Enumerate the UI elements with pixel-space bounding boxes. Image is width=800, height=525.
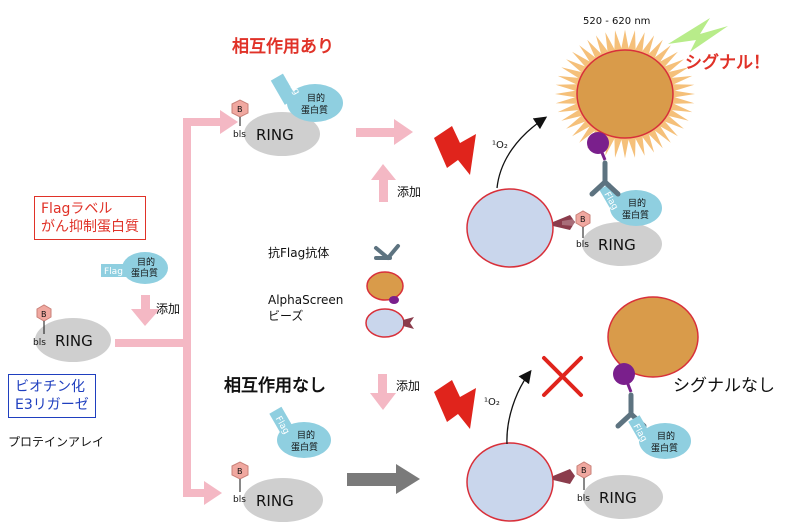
ring-text-bottom: RING — [256, 492, 294, 510]
gray-arrow-bottom — [347, 464, 420, 494]
flag-text-left: Flag — [104, 267, 123, 277]
no-signal-label: シグナルなし — [673, 376, 775, 396]
add-label-top: 添加 — [397, 185, 421, 199]
beads-label: ビーズ — [268, 308, 303, 323]
ring-left — [35, 304, 111, 362]
biotin-line2: E3リガーゼ — [15, 397, 89, 413]
acceptor-bead-top — [576, 49, 674, 139]
red-x-mark — [542, 356, 583, 397]
legend-donor-bead — [365, 308, 414, 338]
red-bolt-top — [434, 126, 476, 175]
ring-right-top-complex — [575, 183, 662, 266]
b-text-bottom: B — [237, 467, 243, 476]
legend-antibody — [374, 244, 400, 260]
biotin-ligase-box: ビオチン化 E3リガーゼ — [8, 374, 96, 418]
ring-right-bottom — [576, 461, 663, 519]
oxygen-arrow-top — [496, 116, 548, 189]
target-line2-right-bottom: 蛋白質 — [651, 442, 678, 454]
target-line1-top: 目的 — [307, 92, 325, 104]
target-line2-right-top: 蛋白質 — [622, 209, 649, 221]
add-arrow-left — [131, 295, 160, 326]
bls-text-top: bls — [233, 130, 246, 140]
target-line1-floating: 目的 — [297, 429, 315, 441]
ring-text-left: RING — [55, 332, 93, 350]
target-line2-top: 蛋白質 — [301, 104, 328, 116]
ring-text-top: RING — [256, 126, 294, 144]
interaction-yes-label: 相互作用あり — [232, 36, 334, 57]
ring-bottom — [231, 461, 323, 522]
flag-label-line2: がん抑制蛋白質 — [41, 219, 139, 235]
green-bolt — [668, 18, 728, 52]
acceptor-bead-bottom — [607, 296, 699, 378]
protein-array-label: プロテインアレイ — [8, 435, 104, 449]
donor-bead-top — [466, 188, 575, 268]
b-text-right-bottom: B — [581, 466, 587, 475]
target-line1-right-top: 目的 — [628, 197, 646, 209]
add-arrow-up — [371, 164, 396, 202]
b-text-right-top: B — [580, 215, 586, 224]
oxygen-arrow-bottom — [506, 369, 532, 445]
red-bolt-bottom — [434, 380, 476, 429]
anti-flag-antibody-label: 抗Flag抗体 — [268, 245, 329, 260]
antibody-top — [587, 132, 621, 197]
add-label-bottom: 添加 — [396, 379, 420, 393]
interaction-no-label: 相互作用なし — [224, 375, 326, 396]
target-line1-left: 目的 — [137, 256, 155, 268]
pink-arrow-top — [356, 119, 413, 145]
b-text-top: B — [237, 105, 243, 114]
target-line1-right-bottom: 目的 — [657, 430, 675, 442]
target-line2-left: 蛋白質 — [131, 267, 158, 279]
oxygen-label-bottom: ¹O₂ — [484, 397, 500, 408]
wavelength-label: 520 - 620 nm — [583, 16, 650, 27]
biotin-line1: ビオチン化 — [15, 379, 85, 395]
ring-text-right-top: RING — [598, 236, 636, 254]
flag-target-right-bottom — [628, 415, 691, 459]
flag-target-floating — [269, 406, 331, 458]
bls-text-right-top: bls — [576, 240, 589, 250]
oxygen-label-top: ¹O₂ — [492, 140, 508, 151]
b-text-left: B — [41, 310, 47, 319]
alphascreen-label: AlphaScreen — [268, 293, 343, 307]
bls-text-left: bls — [33, 338, 46, 348]
branch-connector — [115, 110, 238, 505]
bls-text-bottom: bls — [233, 495, 246, 505]
donor-bead-bottom — [466, 442, 575, 522]
signal-label: シグナル！ — [685, 52, 770, 73]
add-label-left: 添加 — [156, 302, 180, 316]
bls-text-right-bottom: bls — [577, 494, 590, 504]
flag-label-box: Flagラベル がん抑制蛋白質 — [34, 196, 146, 240]
ring-top-complex — [231, 73, 343, 156]
target-line2-floating: 蛋白質 — [291, 441, 318, 453]
add-arrow-down — [370, 374, 396, 410]
flag-label-line1: Flagラベル — [41, 201, 113, 217]
ring-text-right-bottom: RING — [599, 489, 637, 507]
flag-target-left — [101, 252, 168, 284]
legend-acceptor-bead — [366, 271, 404, 304]
